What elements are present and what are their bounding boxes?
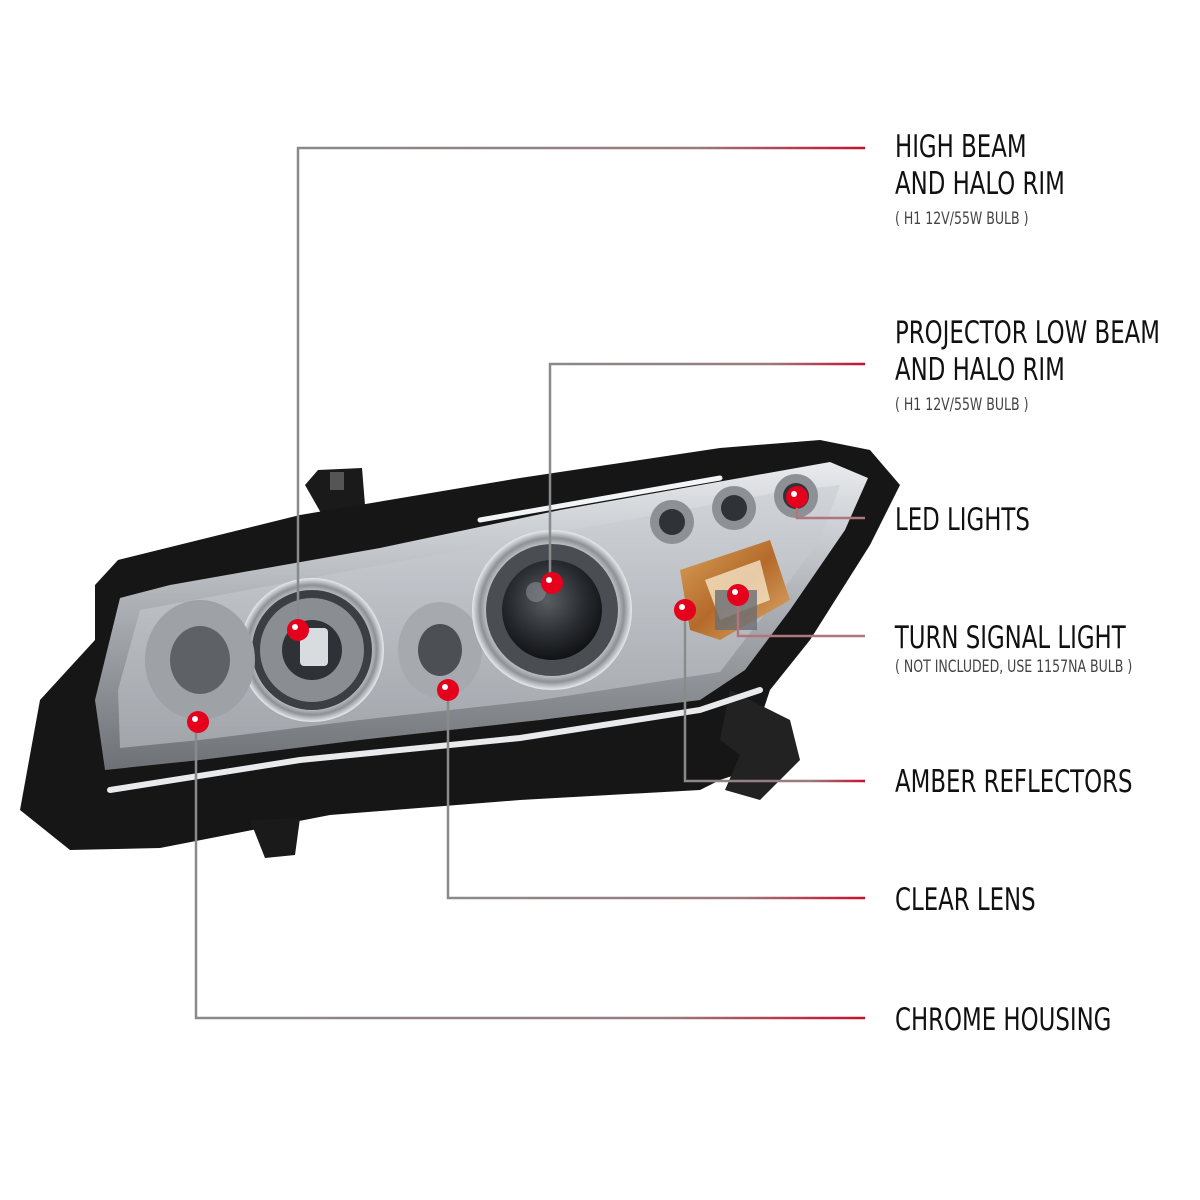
markers [187, 486, 808, 733]
leader-clear-lens [446, 690, 865, 900]
label-high-beam-line2: AND HALO RIM [895, 166, 1065, 202]
label-chrome-housing: CHROME HOUSING [895, 1002, 1111, 1038]
leader-chrome-housing [194, 722, 865, 1020]
leader-lines [194, 146, 865, 1020]
headlight-illustration [20, 440, 900, 858]
mounting-bracket-bottom [250, 818, 300, 858]
marker-amber-reflectors [674, 599, 696, 621]
label-clear-lens: CLEAR LENS [895, 882, 1036, 918]
label-turn-signal: TURN SIGNAL LIGHT [894, 620, 1126, 656]
leader-amber-reflectors [683, 610, 865, 783]
label-high-beam-line1: HIGH BEAM [895, 129, 1027, 165]
label-projector-line1: PROJECTOR LOW BEAM [895, 315, 1160, 351]
marker-high-beam [287, 619, 309, 641]
marker-projector-low-beam [541, 572, 563, 594]
label-high-beam-spec: ( H1 12V/55W BULB ) [895, 209, 1028, 229]
mounting-bracket-right [720, 690, 800, 800]
marker-turn-signal [727, 584, 749, 606]
marker-chrome-housing [187, 711, 209, 733]
label-projector-line2: AND HALO RIM [895, 352, 1065, 388]
high-beam-assembly [240, 578, 384, 722]
projector-low-beam-assembly [472, 530, 632, 690]
light-guide-strip [107, 687, 763, 793]
labels: HIGH BEAM AND HALO RIM ( H1 12V/55W BULB… [894, 129, 1160, 1038]
leader-projector-low-beam [548, 362, 865, 583]
label-turn-signal-spec: ( NOT INCLUDED, USE 1157NA BULB ) [895, 657, 1132, 677]
leader-high-beam [296, 146, 865, 630]
label-projector-spec: ( H1 12V/55W BULB ) [895, 395, 1028, 415]
label-amber-reflectors: AMBER REFLECTORS [895, 764, 1133, 800]
marker-clear-lens [437, 679, 459, 701]
marker-led-lights [786, 486, 808, 508]
leader-turn-signal [736, 595, 865, 638]
label-led-lights: LED LIGHTS [895, 502, 1030, 538]
